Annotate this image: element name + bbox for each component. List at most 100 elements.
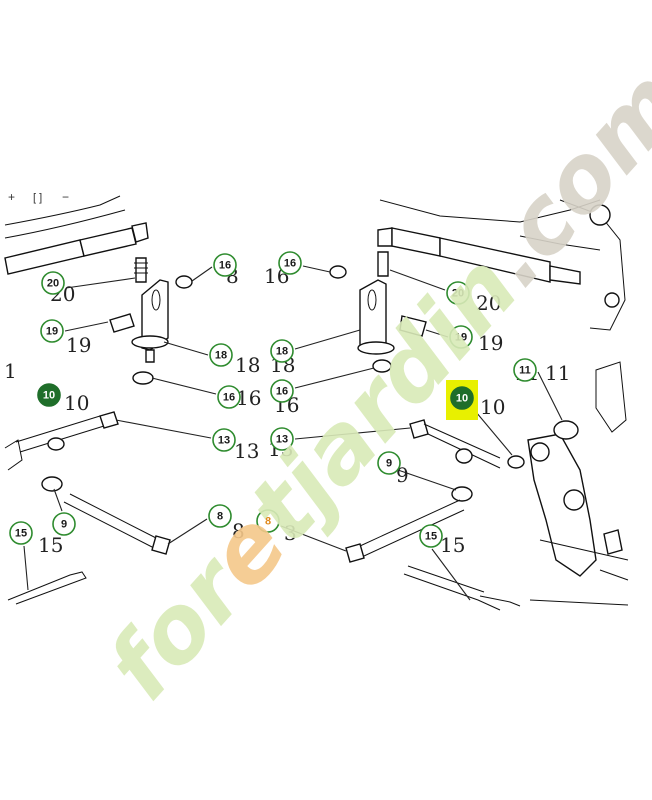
leader-line	[294, 329, 361, 350]
callout-circle	[377, 451, 401, 475]
callout-label: 20	[47, 278, 59, 290]
leader-line	[475, 411, 513, 456]
ghost-label: 11	[545, 361, 570, 385]
ghost-label: 9	[396, 463, 409, 487]
callout-circle	[449, 325, 473, 349]
callout-19[interactable]: 19	[40, 319, 64, 343]
leader-line	[191, 266, 213, 282]
callout-8[interactable]: 8	[208, 504, 232, 528]
left-bracket-plate	[131, 335, 169, 349]
leader-line	[425, 329, 449, 338]
ghost-label: 8	[232, 519, 245, 543]
left-assembly	[4, 195, 193, 605]
callout-circle	[256, 509, 280, 533]
leader-line	[302, 265, 331, 273]
leader-line	[431, 548, 471, 601]
callout-circle	[450, 386, 474, 410]
leader-line	[294, 367, 375, 389]
callout-circle	[270, 379, 294, 403]
callout-circle	[41, 271, 65, 295]
left-washer-bottom	[132, 371, 154, 385]
callout-20[interactable]: 20	[446, 281, 470, 305]
callout-circle	[9, 521, 33, 545]
callout-circle	[270, 339, 294, 363]
callout-15[interactable]: 15	[419, 524, 443, 548]
ghost-label: 19	[478, 331, 503, 355]
ghost-label: 15	[38, 533, 63, 557]
ghost-label: 20	[476, 291, 501, 315]
left-bolt-8-shank	[63, 493, 161, 549]
left-bolt-13-shank	[15, 415, 105, 453]
right-washer-bottom	[372, 359, 392, 373]
right-pin	[399, 315, 427, 337]
ghost-label: 15	[440, 533, 465, 557]
callout-10[interactable]: 10	[450, 386, 474, 410]
callout-label: 20	[452, 288, 464, 300]
ghost-label: 18	[235, 353, 260, 377]
callout-label: 18	[276, 346, 288, 358]
left-washer-top	[175, 275, 193, 289]
ghost-label: 1	[4, 359, 17, 383]
callout-13[interactable]: 13	[212, 428, 236, 452]
callout-19[interactable]: 19	[449, 325, 473, 349]
callout-18[interactable]: 18	[270, 339, 294, 363]
right-bolt-8-head	[345, 543, 365, 563]
right-bracket-plate	[357, 341, 395, 355]
callout-label: 13	[218, 435, 230, 447]
callout-label: 9	[61, 519, 67, 531]
callout-circle	[446, 281, 470, 305]
ghost-label: 10	[64, 391, 89, 415]
callout-label: 9	[386, 458, 392, 470]
ghost-label: 3	[284, 521, 297, 545]
callout-label: 16	[284, 258, 296, 270]
callout-13[interactable]: 13	[270, 427, 294, 451]
callout-circle	[278, 251, 302, 275]
callout-label: 11	[519, 365, 531, 377]
leader-line	[115, 419, 212, 439]
right-frame-edge	[379, 199, 601, 223]
callout-circle	[213, 253, 237, 277]
callout-9[interactable]: 9	[52, 512, 76, 536]
ghost-label: 13	[234, 439, 259, 463]
ghost-label: 19	[66, 333, 91, 357]
callout-15[interactable]: 15	[9, 521, 33, 545]
left-pin-15	[7, 571, 87, 605]
callout-label: 10	[43, 390, 55, 402]
callout-9[interactable]: 9	[377, 451, 401, 475]
callout-16[interactable]: 16	[213, 253, 237, 277]
callout-label: 8	[217, 511, 223, 523]
callout-11[interactable]: 11	[513, 358, 537, 382]
callout-16[interactable]: 16	[278, 251, 302, 275]
callout-10[interactable]: 10	[37, 383, 61, 407]
callout-16[interactable]: 16	[270, 379, 294, 403]
callout-circle	[40, 319, 64, 343]
callout-circle	[209, 343, 233, 367]
right-washer-top	[329, 265, 347, 279]
leader-line	[151, 377, 217, 395]
callout-circle	[37, 383, 61, 407]
right-washer-11	[553, 420, 579, 440]
callout-circle	[208, 504, 232, 528]
left-stud	[135, 257, 147, 283]
right-bolt-8-shank	[359, 499, 465, 557]
leader-line	[163, 341, 209, 356]
callout-18[interactable]: 18	[209, 343, 233, 367]
right-washer-9b	[451, 486, 473, 502]
callout-circle	[513, 358, 537, 382]
callout-16[interactable]: 16	[217, 385, 241, 409]
ghost-label: 10	[480, 395, 505, 419]
leader-line	[23, 545, 29, 591]
fit-icon[interactable]: [ ]	[33, 192, 42, 204]
callout-8[interactable]: 8	[256, 509, 280, 533]
callout-20[interactable]: 20	[41, 271, 65, 295]
callout-label: 8	[265, 516, 271, 528]
leader-line	[167, 518, 208, 545]
left-frame-edge	[4, 195, 121, 226]
leader-line	[53, 488, 63, 512]
left-pin	[109, 313, 135, 333]
zoom-out-icon[interactable]: −	[62, 190, 69, 204]
callout-label: 15	[15, 528, 27, 540]
left-bolt-13-head	[99, 411, 119, 429]
zoom-in-icon[interactable]: +	[8, 190, 15, 204]
